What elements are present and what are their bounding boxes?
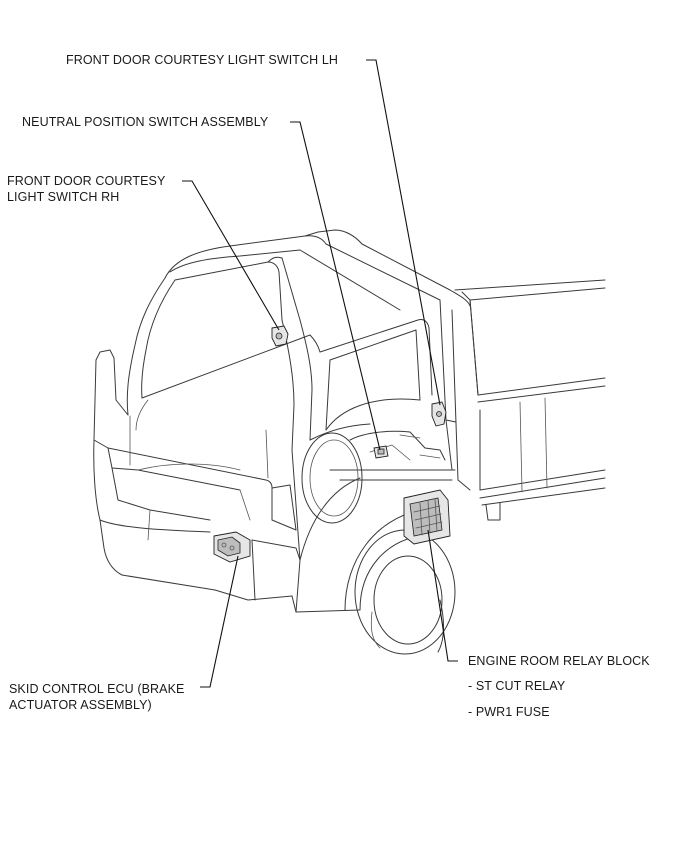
lh-courtesy-switch-part xyxy=(431,401,447,427)
label-rh-courtesy-switch-line1: FRONT DOOR COURTESY xyxy=(7,174,166,188)
leader-lh-switch xyxy=(366,59,441,406)
truck-cab xyxy=(93,229,471,655)
label-pwr1-fuse: - PWR1 FUSE xyxy=(468,705,550,719)
leader-lines xyxy=(182,59,458,688)
neutral-switch-part xyxy=(373,445,389,459)
skid-control-ecu-part xyxy=(213,531,251,563)
relay-block-part xyxy=(403,489,451,545)
label-rh-courtesy-switch-line2: LIGHT SWITCH RH xyxy=(7,190,120,204)
label-skid-control-ecu-line2: ACTUATOR ASSEMBLY) xyxy=(9,698,152,712)
leader-rh-switch xyxy=(182,180,280,331)
label-st-cut-relay: - ST CUT RELAY xyxy=(468,679,566,693)
leader-neutral-switch xyxy=(290,121,381,451)
label-neutral-position-switch: NEUTRAL POSITION SWITCH ASSEMBLY xyxy=(22,115,269,129)
label-engine-room-relay-block: ENGINE ROOM RELAY BLOCK xyxy=(468,654,650,668)
label-lh-courtesy-switch: FRONT DOOR COURTESY LIGHT SWITCH LH xyxy=(66,53,339,67)
leader-relay-block xyxy=(427,529,458,662)
rh-courtesy-switch-part xyxy=(271,325,289,347)
label-skid-control-ecu-line1: SKID CONTROL ECU (BRAKE xyxy=(9,682,185,696)
leader-ecu xyxy=(200,555,239,688)
cargo-body xyxy=(454,279,606,521)
